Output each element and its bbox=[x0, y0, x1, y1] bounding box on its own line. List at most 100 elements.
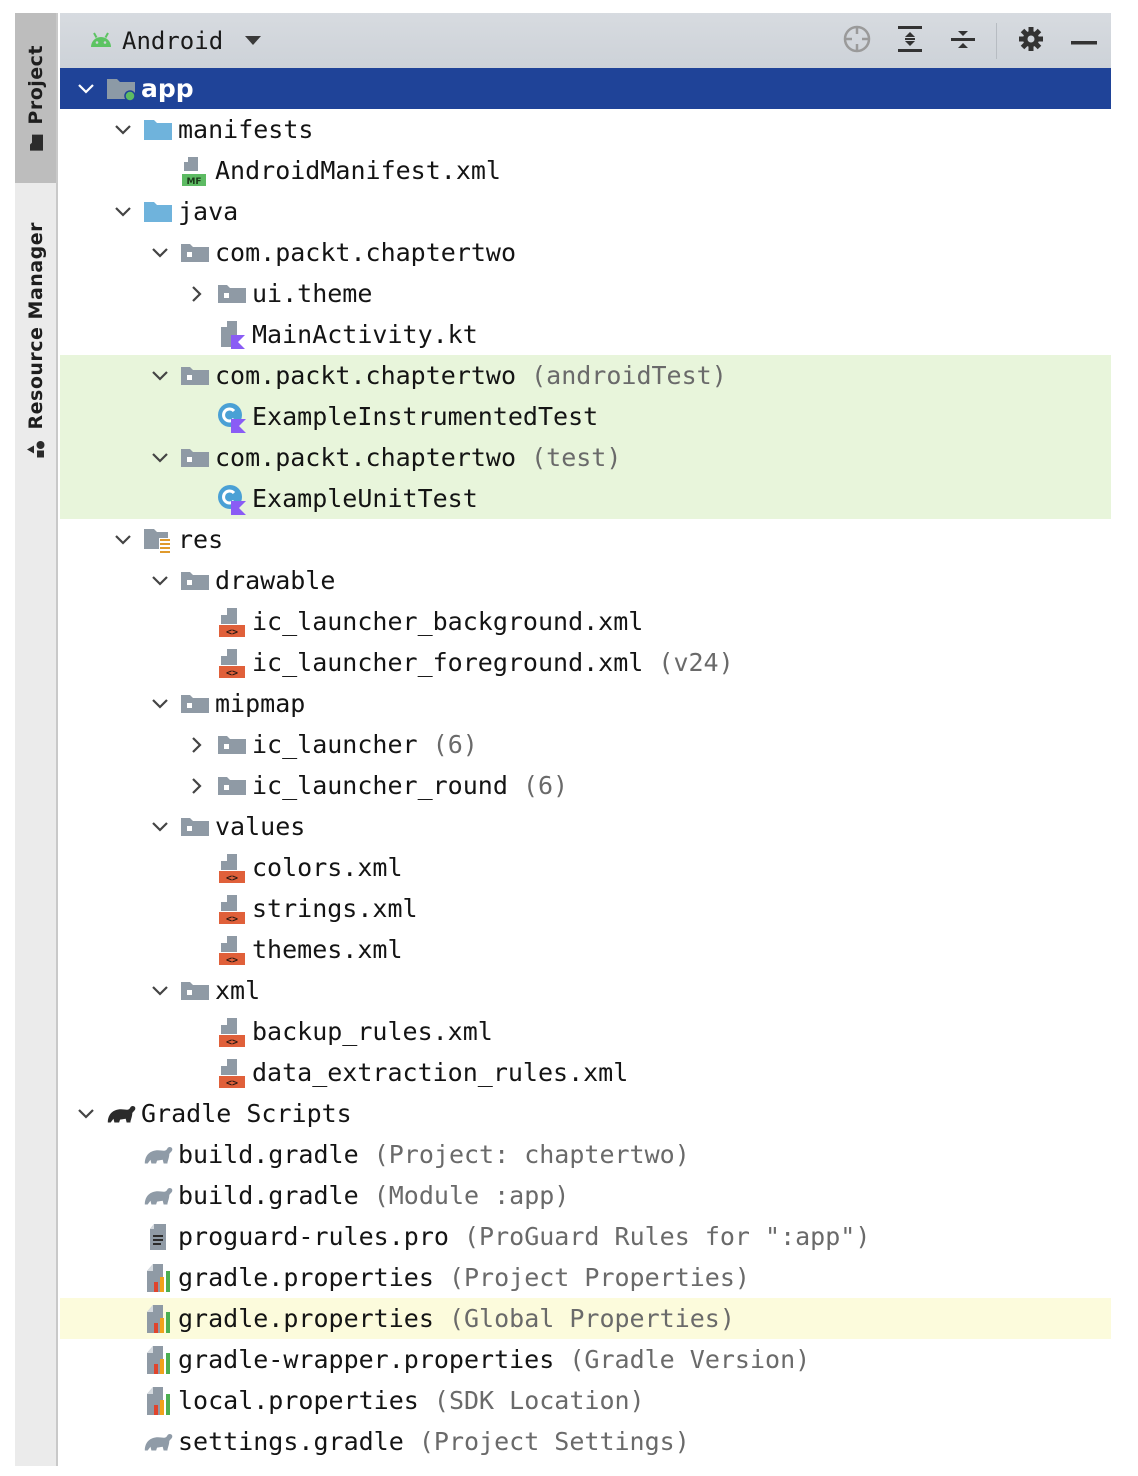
gradle-icon bbox=[142, 1139, 174, 1171]
tree-item-label: ExampleInstrumentedTest bbox=[252, 402, 598, 431]
chevron-right-icon[interactable] bbox=[186, 775, 208, 797]
tree-row[interactable]: gradle.properties (Project Properties) bbox=[60, 1257, 1111, 1298]
tree-row[interactable]: <>data_extraction_rules.xml bbox=[60, 1052, 1111, 1093]
kotlin-class-icon bbox=[216, 401, 248, 433]
tree-row[interactable]: ic_launcher (6) bbox=[60, 724, 1111, 765]
tree-row[interactable]: <>ic_launcher_foreground.xml (v24) bbox=[60, 642, 1111, 683]
chevron-right-icon[interactable] bbox=[186, 283, 208, 305]
minimize-icon bbox=[1071, 31, 1097, 50]
tree-row[interactable]: drawable bbox=[60, 560, 1111, 601]
chevron-right-icon[interactable] bbox=[186, 734, 208, 756]
tree-item-label: com.packt.chaptertwo bbox=[215, 238, 516, 267]
chevron-down-icon[interactable] bbox=[149, 693, 171, 715]
tree-item-name: colors.xml bbox=[252, 853, 403, 882]
tree-row[interactable]: ExampleUnitTest bbox=[60, 478, 1111, 519]
tree-row[interactable]: gradle-wrapper.properties (Gradle Versio… bbox=[60, 1339, 1111, 1380]
options-button[interactable] bbox=[1012, 22, 1050, 60]
tree-item-label: manifests bbox=[178, 115, 313, 144]
tree-row[interactable]: ExampleInstrumentedTest bbox=[60, 396, 1111, 437]
properties-file-icon bbox=[142, 1344, 174, 1376]
tree-row[interactable]: ui.theme bbox=[60, 273, 1111, 314]
chevron-down-icon[interactable] bbox=[149, 242, 171, 264]
tree-row[interactable]: Gradle Scripts bbox=[60, 1093, 1111, 1134]
tree-row[interactable]: xml bbox=[60, 970, 1111, 1011]
tree-item-hint: (Global Properties) bbox=[448, 1304, 735, 1333]
tree-row[interactable]: <>themes.xml bbox=[60, 929, 1111, 970]
tree-row[interactable]: settings.gradle (Project Settings) bbox=[60, 1421, 1111, 1462]
tree-item-hint: (6) bbox=[432, 730, 478, 759]
tree-row[interactable]: <>colors.xml bbox=[60, 847, 1111, 888]
tree-item-label: ic_launcher_background.xml bbox=[252, 607, 643, 636]
tree-item-label: gradle.properties (Global Properties) bbox=[178, 1304, 735, 1333]
tree-row[interactable]: proguard-rules.pro (ProGuard Rules for "… bbox=[60, 1216, 1111, 1257]
tree-row[interactable]: res bbox=[60, 519, 1111, 560]
tree-item-name: manifests bbox=[178, 115, 314, 144]
tree-row[interactable]: mipmap bbox=[60, 683, 1111, 724]
tree-row[interactable]: com.packt.chaptertwo bbox=[60, 232, 1111, 273]
package-icon bbox=[179, 975, 211, 1007]
tree-row[interactable]: ic_launcher_round (6) bbox=[60, 765, 1111, 806]
view-mode-dropdown[interactable]: Android bbox=[88, 27, 262, 55]
expand-all-icon bbox=[896, 24, 924, 58]
chevron-down-icon[interactable] bbox=[75, 78, 97, 100]
package-icon bbox=[179, 237, 211, 269]
tree-item-name: com.packt.chaptertwo bbox=[215, 238, 517, 267]
chevron-down-icon[interactable] bbox=[112, 529, 134, 551]
tree-item-name: ic_launcher_foreground.xml bbox=[252, 648, 644, 677]
resource-manager-stripe-tab[interactable]: Resource Manager bbox=[15, 198, 56, 483]
gradle-icon bbox=[142, 1426, 174, 1458]
tree-item-hint: (androidTest) bbox=[531, 361, 727, 390]
tree-item-name: MainActivity.kt bbox=[252, 320, 478, 349]
shapes-icon bbox=[26, 438, 46, 460]
tree-row[interactable]: local.properties (SDK Location) bbox=[60, 1380, 1111, 1421]
tree-row[interactable]: MainActivity.kt bbox=[60, 314, 1111, 355]
tree-item-hint: (Project Properties) bbox=[448, 1263, 750, 1292]
project-stripe-tab[interactable]: Project bbox=[15, 13, 56, 183]
svg-text:<>: <> bbox=[226, 627, 238, 638]
tree-item-label: ic_launcher (6) bbox=[252, 730, 478, 759]
resource-manager-tab-label: Resource Manager bbox=[24, 221, 47, 430]
tree-item-label: data_extraction_rules.xml bbox=[252, 1058, 628, 1087]
chevron-down-icon[interactable] bbox=[75, 1103, 97, 1125]
collapse-all-button[interactable] bbox=[944, 22, 982, 60]
tree-item-hint: (6) bbox=[522, 771, 569, 800]
tree-row[interactable]: values bbox=[60, 806, 1111, 847]
tree-item-hint: (test) bbox=[531, 443, 622, 472]
text-file-icon bbox=[142, 1221, 174, 1253]
tree-item-label: AndroidManifest.xml bbox=[215, 156, 501, 185]
chevron-down-icon[interactable] bbox=[149, 980, 171, 1002]
chevron-down-icon[interactable] bbox=[149, 365, 171, 387]
hide-panel-button[interactable] bbox=[1065, 22, 1103, 60]
chevron-down-icon[interactable] bbox=[149, 816, 171, 838]
tree-item-name: java bbox=[178, 197, 239, 226]
tree-row[interactable]: <> ic_launcher_background.xml bbox=[60, 601, 1111, 642]
expand-all-button[interactable] bbox=[891, 22, 929, 60]
select-opened-file-button[interactable] bbox=[838, 22, 876, 60]
chevron-down-icon[interactable] bbox=[149, 570, 171, 592]
tree-row[interactable]: com.packt.chaptertwo (androidTest) bbox=[60, 355, 1111, 396]
tree-row[interactable]: build.gradle (Module :app) bbox=[60, 1175, 1111, 1216]
package-icon bbox=[216, 278, 248, 310]
tree-item-label: com.packt.chaptertwo (test) bbox=[215, 443, 621, 472]
xml-file-icon: <> bbox=[216, 934, 248, 966]
tree-item-name: res bbox=[178, 525, 224, 554]
tree-item-label: drawable bbox=[215, 566, 335, 595]
tree-row[interactable]: gradle.properties (Global Properties) bbox=[60, 1298, 1111, 1339]
tree-row[interactable]: <>backup_rules.xml bbox=[60, 1011, 1111, 1052]
chevron-down-icon[interactable] bbox=[112, 119, 134, 141]
chevron-down-icon[interactable] bbox=[112, 201, 134, 223]
tree-item-label: values bbox=[215, 812, 305, 841]
tree-row[interactable]: app bbox=[60, 68, 1111, 109]
tree-row[interactable]: MF AndroidManifest.xml bbox=[60, 150, 1111, 191]
tree-row[interactable]: <>strings.xml bbox=[60, 888, 1111, 929]
tree-item-name: ic_launcher_background.xml bbox=[252, 607, 644, 636]
tree-item-name: settings.gradle bbox=[178, 1427, 404, 1456]
tree-row[interactable]: com.packt.chaptertwo (test) bbox=[60, 437, 1111, 478]
svg-text:MF: MF bbox=[186, 177, 201, 187]
tree-row[interactable]: build.gradle (Project: chaptertwo) bbox=[60, 1134, 1111, 1175]
toolbar-separator bbox=[996, 22, 997, 59]
tree-item-name: backup_rules.xml bbox=[252, 1017, 493, 1046]
tree-row[interactable]: java bbox=[60, 191, 1111, 232]
tree-row[interactable]: manifests bbox=[60, 109, 1111, 150]
chevron-down-icon[interactable] bbox=[149, 447, 171, 469]
